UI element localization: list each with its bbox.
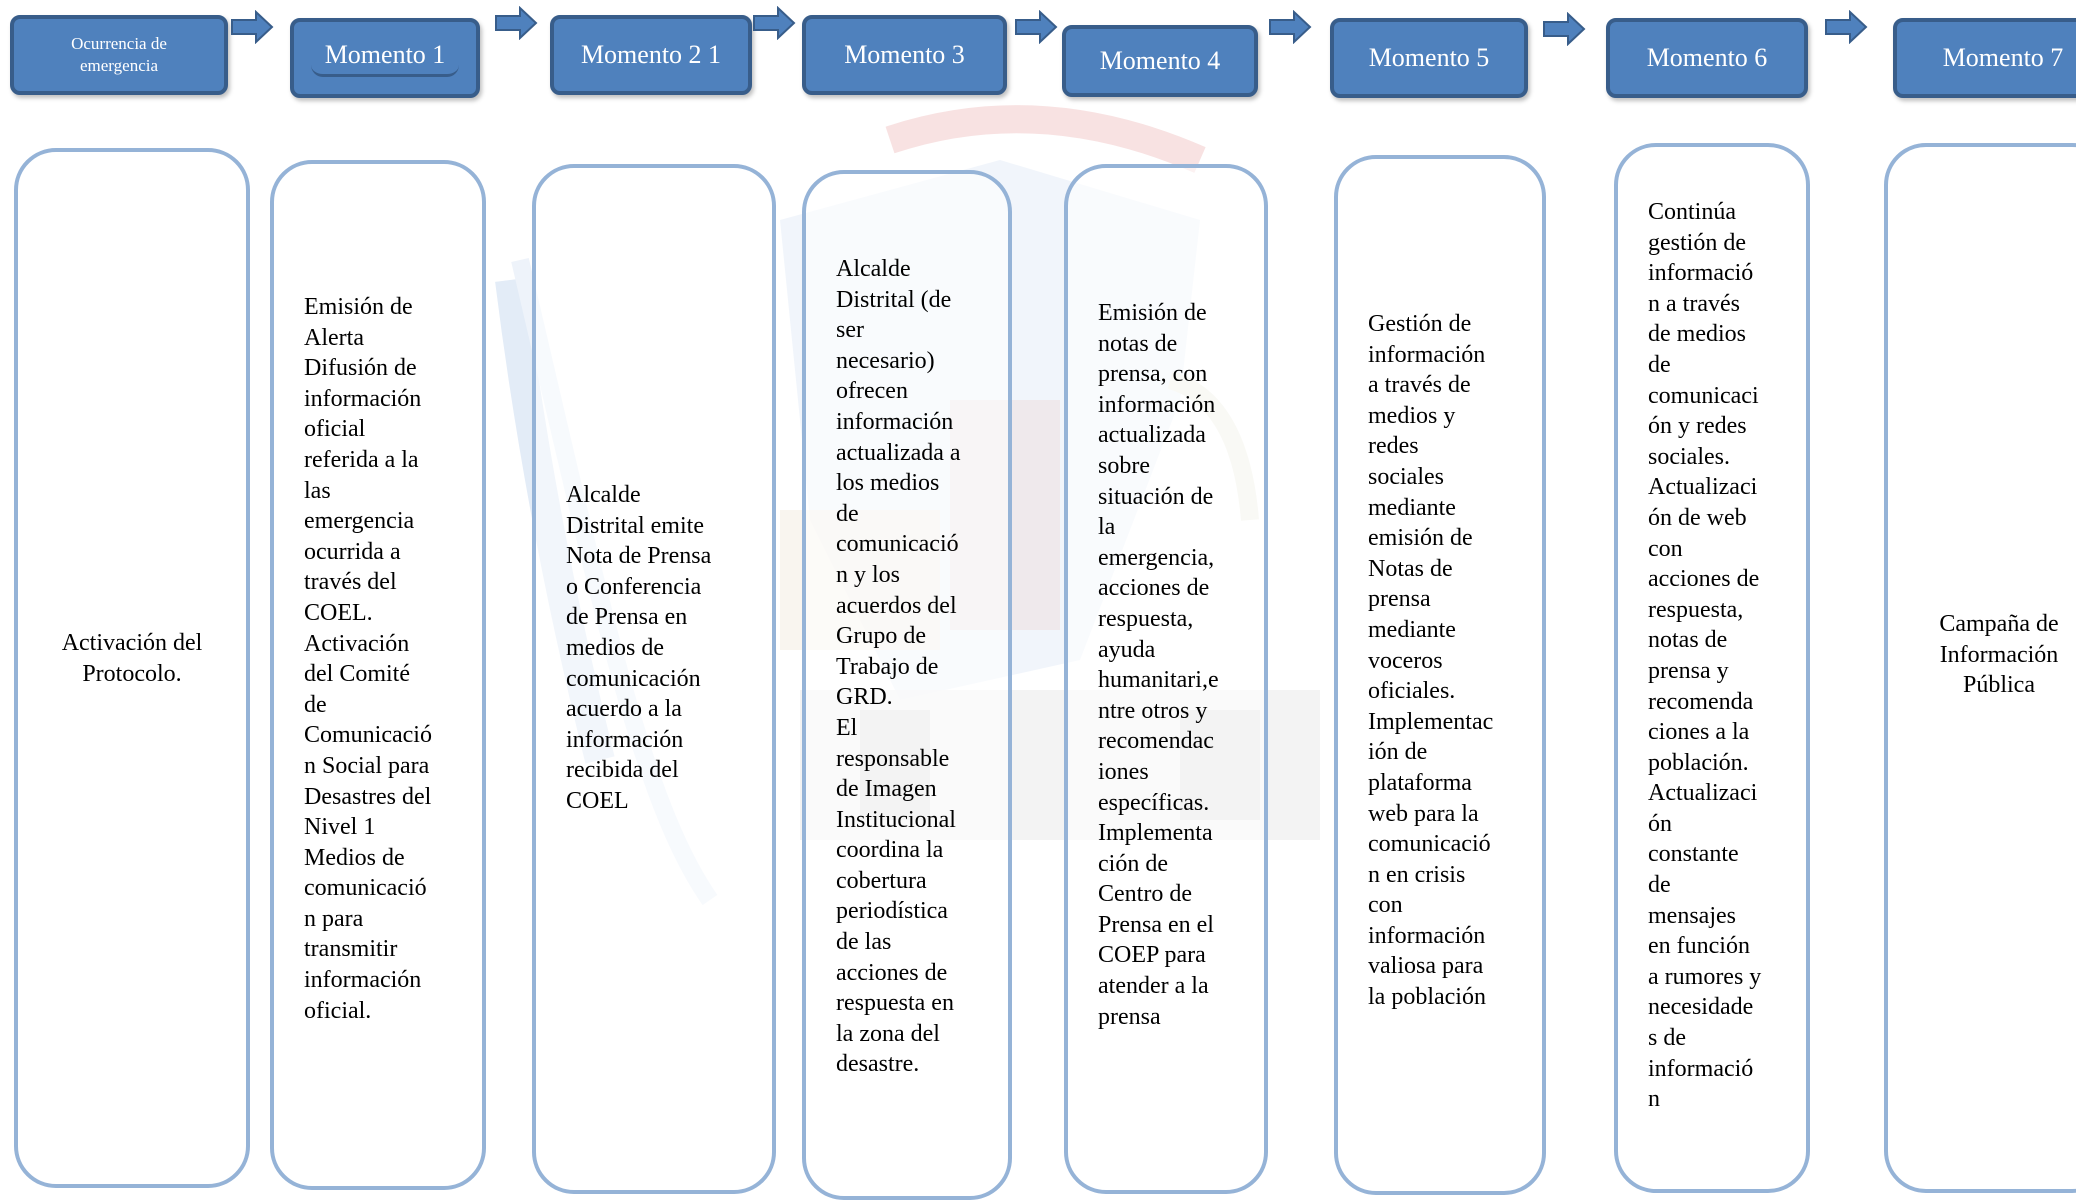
right-arrow-icon	[495, 6, 538, 40]
step-header-label: Momento 3	[844, 40, 965, 69]
step-card-text: Alcalde Distrital emite Nota de Prensa o…	[566, 482, 712, 814]
step-header-momento-3: Momento 3	[802, 15, 1007, 95]
step-card-momento-1: Emisión de Alerta Difusión de informació…	[270, 160, 486, 1190]
step-header-label: Momento 1	[310, 40, 460, 77]
step-card-momento-6: Continúa gestión de informació n a travé…	[1614, 143, 1810, 1193]
step-header-momento-4: Momento 4	[1062, 25, 1258, 97]
step-header-label: Momento 2 1	[580, 40, 722, 69]
step-card-text: Activación del Protocolo.	[61, 630, 203, 687]
step-card-text: Emisión de Alerta Difusión de informació…	[304, 294, 432, 1024]
step-card-momento-5: Gestión de información a través de medio…	[1334, 155, 1546, 1195]
step-card-momento-7: Campaña de Información Pública	[1884, 143, 2076, 1193]
step-card-text: Continúa gestión de informació n a travé…	[1648, 199, 1762, 1113]
step-header-label: Ocurrencia de emergencia	[71, 34, 167, 75]
step-header-emergency: Ocurrencia de emergencia	[10, 15, 228, 95]
right-arrow-icon	[1825, 10, 1868, 44]
step-card-emergency: Activación del Protocolo.	[14, 148, 250, 1188]
right-arrow-icon	[231, 10, 274, 44]
right-arrow-icon	[1015, 10, 1058, 44]
step-card-momento-4: Emisión de notas de prensa, con informac…	[1064, 164, 1268, 1194]
step-card-text: Gestión de información a través de medio…	[1368, 311, 1494, 1011]
step-header-momento-5: Momento 5	[1330, 18, 1528, 98]
step-header-momento-1: Momento 1	[290, 18, 480, 98]
step-header-label: Momento 5	[1368, 43, 1490, 72]
step-card-momento-2: Alcalde Distrital emite Nota de Prensa o…	[532, 164, 776, 1194]
step-header-label: Momento 7	[1942, 43, 2064, 72]
step-card-text: Alcalde Distrital (de ser necesario) ofr…	[836, 256, 961, 1078]
step-header-momento-7: Momento 7	[1893, 18, 2076, 98]
right-arrow-icon	[753, 6, 796, 40]
step-header-momento-6: Momento 6	[1606, 18, 1808, 98]
step-header-momento-2: Momento 2 1	[550, 15, 752, 95]
step-card-momento-3: Alcalde Distrital (de ser necesario) ofr…	[802, 170, 1012, 1200]
right-arrow-icon	[1543, 12, 1586, 46]
step-header-label: Momento 6	[1646, 43, 1768, 72]
step-header-label: Momento 4	[1099, 46, 1221, 75]
step-card-text: Emisión de notas de prensa, con informac…	[1098, 300, 1219, 1030]
right-arrow-icon	[1269, 10, 1312, 44]
step-card-text: Campaña de Información Pública	[1939, 611, 2059, 699]
